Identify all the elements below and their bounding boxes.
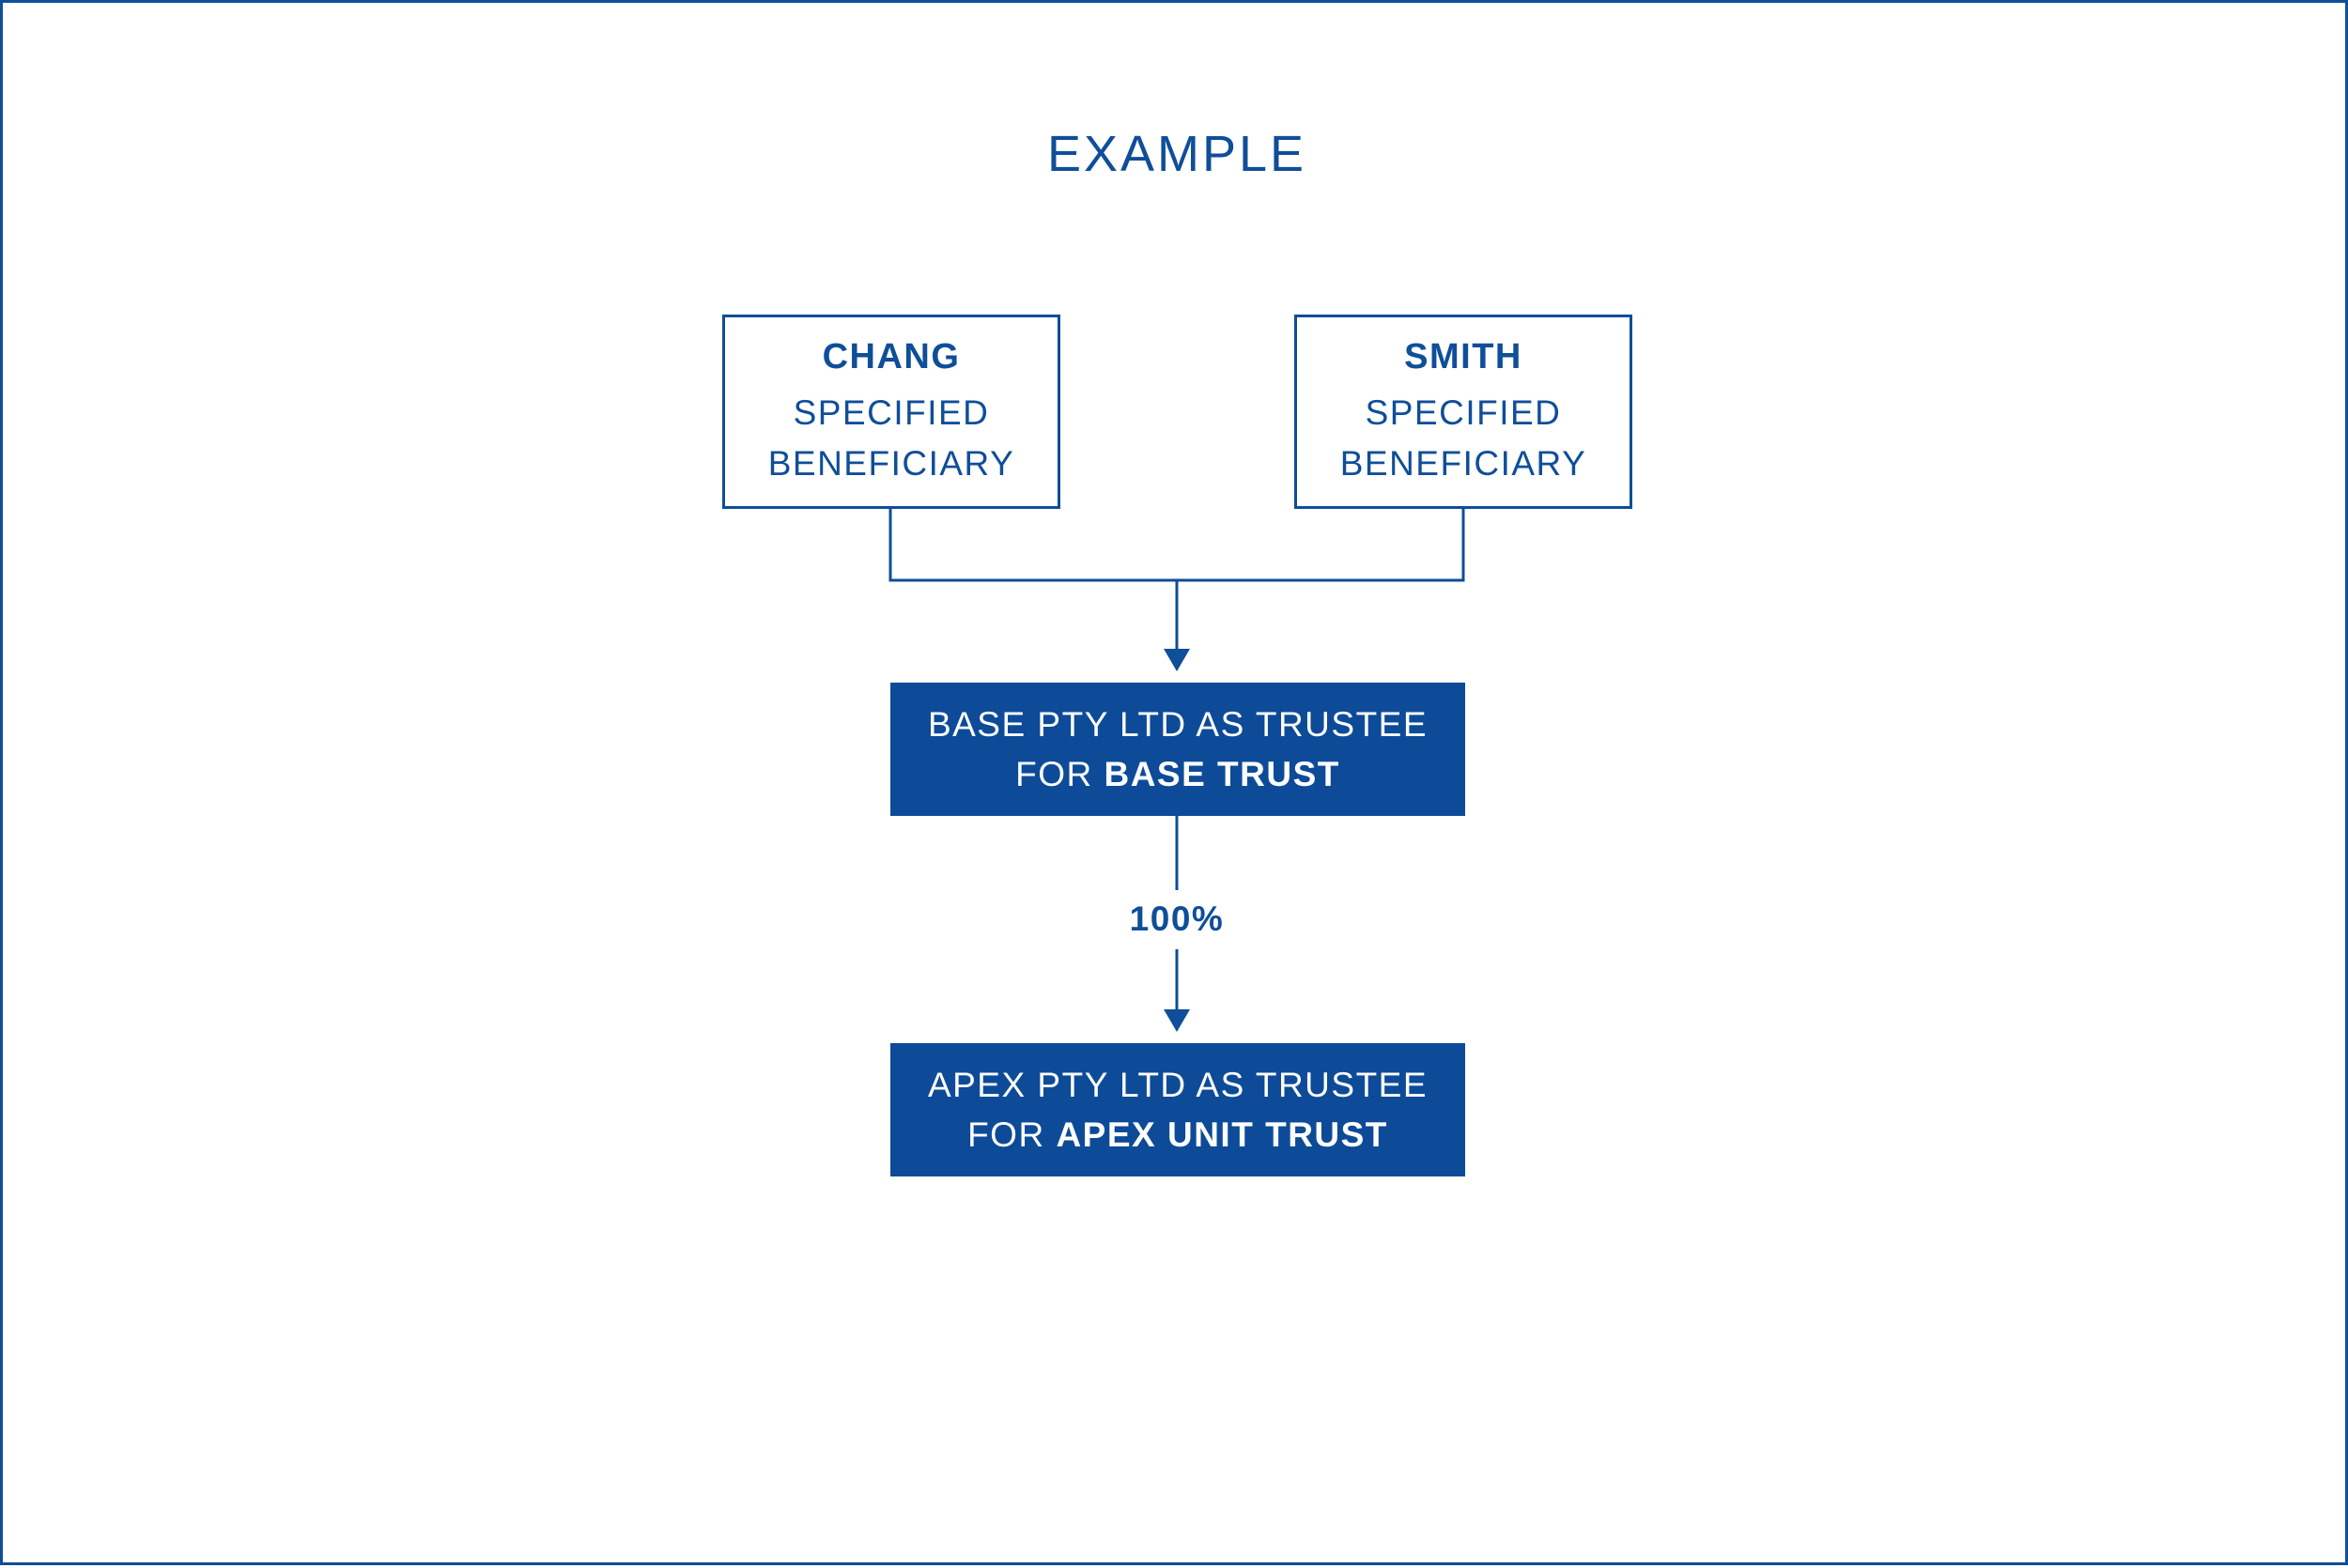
base-trust-arrowhead (1164, 649, 1190, 671)
beneficiary-box-smith: SMITH SPECIFIED BENEFICIARY (1294, 315, 1632, 509)
base-trust-prefix: FOR (1015, 755, 1093, 793)
beneficiaries-join-line (888, 507, 1465, 582)
ownership-percent-label: 100% (1129, 899, 1225, 938)
beneficiary-role-line2: BENEFICIARY (1339, 443, 1587, 483)
beneficiary-box-chang: CHANG SPECIFIED BENEFICIARY (722, 315, 1060, 509)
beneficiary-role-line1: SPECIFIED (793, 392, 990, 432)
beneficiary-role-line1: SPECIFIED (1365, 392, 1562, 432)
base-trust-line1: BASE PTY LTD AS TRUSTEE (927, 705, 1429, 744)
base-trust-name: BASE TRUST (1104, 755, 1340, 793)
apex-trust-prefix: FOR (967, 1115, 1045, 1154)
connector-lines (888, 507, 1465, 1032)
beneficiary-role-line2: BENEFICIARY (767, 443, 1015, 483)
apex-trust-box: APEX PTY LTD AS TRUSTEE FOR APEX UNIT TR… (890, 1043, 1465, 1176)
diagram-title: EXAMPLE (1046, 126, 1307, 182)
apex-trust-line2: FOR APEX UNIT TRUST (967, 1110, 1388, 1160)
beneficiary-name: CHANG (822, 336, 961, 377)
apex-trust-arrowhead (1164, 1009, 1190, 1032)
base-trust-box: BASE PTY LTD AS TRUSTEE FOR BASE TRUST (890, 683, 1465, 816)
base-trust-line2: FOR BASE TRUST (1015, 749, 1340, 799)
apex-trust-name: APEX UNIT TRUST (1056, 1115, 1388, 1154)
beneficiary-name: SMITH (1404, 336, 1522, 377)
apex-trust-line1: APEX PTY LTD AS TRUSTEE (927, 1066, 1429, 1104)
